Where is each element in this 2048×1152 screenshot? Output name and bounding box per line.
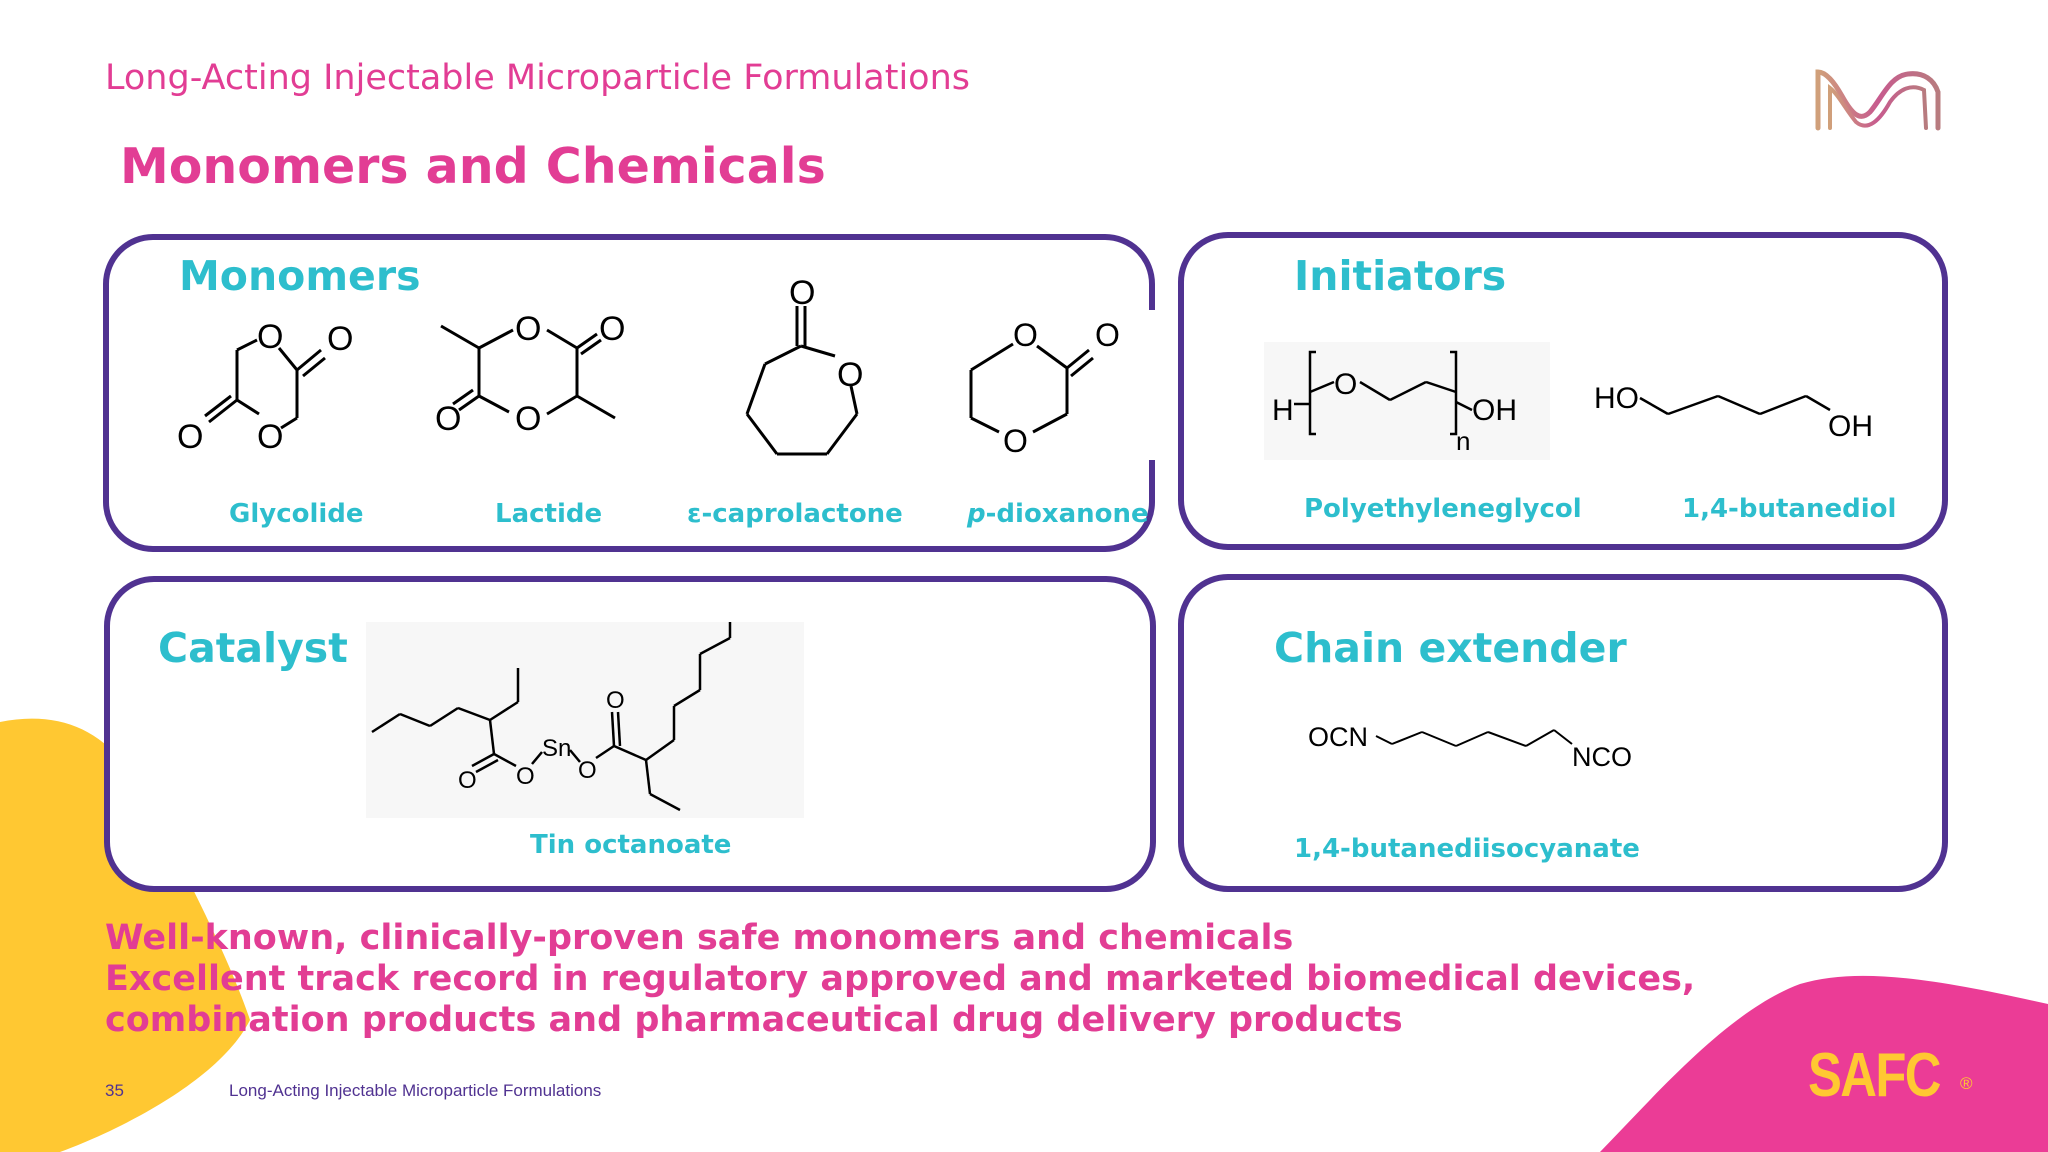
caprolactone-label: ε-caprolactone	[687, 499, 903, 529]
dioxanone-label-prefix: p	[967, 499, 986, 529]
slide-title: Monomers and Chemicals	[120, 138, 826, 195]
header-title: Long-Acting Injectable Microparticle For…	[105, 58, 971, 98]
lactide-atom-o4: O	[515, 400, 541, 438]
tin-octanoate-label: Tin octanoate	[530, 830, 732, 860]
butanediol-label: 1,4-butanediol	[1682, 494, 1897, 524]
butanediol-structure: HO OH	[1584, 370, 1884, 450]
peg-structure: H O n OH	[1264, 342, 1550, 460]
key-point-3: combination products and pharmaceutical …	[105, 1000, 1403, 1040]
brand-m-logo	[1815, 69, 1941, 131]
butanediol-atom-ho: HO	[1594, 382, 1639, 415]
glycolide-atom-o3: O	[177, 418, 203, 456]
initiators-panel: Initiators H O n OH Polyethyleneglycol H…	[1178, 232, 1948, 550]
tin-atom-o2: O	[516, 763, 535, 790]
monomers-title: Monomers	[179, 252, 421, 300]
catalyst-title: Catalyst	[158, 624, 348, 672]
dioxanone-atom-o2: O	[1095, 317, 1120, 353]
glycolide-atom-o1: O	[257, 320, 283, 356]
footer-text: Long-Acting Injectable Microparticle For…	[229, 1081, 602, 1100]
glycolide-label: Glycolide	[229, 499, 364, 529]
peg-atom-h: H	[1272, 394, 1294, 427]
registered-mark: ®	[1960, 1074, 1973, 1093]
key-point-1: Well-known, clinically-proven safe monom…	[105, 918, 1294, 958]
tin-atom-o3: O	[578, 757, 597, 784]
glycolide-atom-o2: O	[327, 320, 353, 358]
peg-atom-oh: OH	[1472, 394, 1517, 427]
magenta-corner-shape	[1600, 975, 2048, 1152]
peg-atom-o: O	[1334, 368, 1357, 401]
key-point-2: Excellent track record in regulatory app…	[105, 959, 1696, 999]
caprolactone-structure: O O	[705, 270, 905, 470]
catalyst-panel: Catalyst O	[104, 576, 1156, 892]
glycolide-atom-o4: O	[257, 418, 283, 456]
glycolide-structure: O O O O	[163, 320, 423, 460]
butanediisocyanate-atom-nco: NCO	[1572, 742, 1632, 772]
butanediisocyanate-atom-ocn: OCN	[1308, 722, 1368, 752]
butanediol-atom-oh: OH	[1828, 410, 1873, 443]
lactide-atom-o1: O	[515, 310, 541, 348]
lactide-atom-o2: O	[599, 310, 625, 348]
yellow-corner-shape	[0, 718, 250, 1152]
monomers-panel: Monomers O O O O Glycolide	[103, 234, 1157, 552]
initiators-title: Initiators	[1294, 252, 1507, 300]
lactide-atom-o3: O	[435, 400, 461, 438]
peg-label: Polyethyleneglycol	[1304, 494, 1582, 524]
chain-extender-panel: Chain extender OCN NCO 1,4-butanediisocy…	[1178, 574, 1948, 892]
dioxanone-atom-o1: O	[1013, 317, 1038, 353]
key-points: Well-known, clinically-proven safe monom…	[105, 918, 1695, 1041]
chain-extender-title: Chain extender	[1274, 624, 1627, 672]
butanediisocyanate-label: 1,4-butanediisocyanate	[1294, 834, 1640, 864]
safc-logo: SAFC	[1808, 1041, 1941, 1110]
tin-atom-o1: O	[458, 767, 477, 794]
dioxanone-label-suffix: -dioxanone	[985, 499, 1149, 529]
dioxanone-structure: O O O	[957, 310, 1157, 460]
lactide-label: Lactide	[495, 499, 603, 529]
caprolactone-atom-o2: O	[837, 356, 863, 394]
caprolactone-atom-o1: O	[789, 274, 815, 312]
butanediisocyanate-structure: OCN NCO	[1308, 716, 1662, 778]
tin-atom-o4: O	[606, 687, 625, 714]
page-number: 35	[105, 1081, 124, 1100]
lactide-structure: O O O O	[435, 302, 691, 452]
dioxanone-atom-o3: O	[1003, 423, 1028, 459]
peg-atom-n: n	[1456, 426, 1470, 456]
tin-octanoate-structure: O O Sn O O	[366, 622, 804, 818]
tin-atom-sn: Sn	[542, 735, 571, 762]
dioxanone-label: p-dioxanone	[967, 499, 1149, 529]
